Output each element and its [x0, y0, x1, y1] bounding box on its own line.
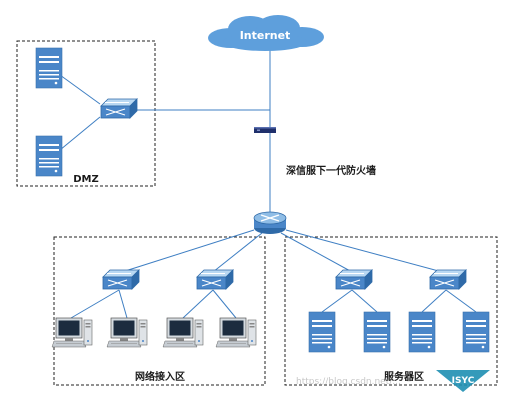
dmz-label: DMZ	[73, 174, 99, 185]
link-server-sw1-srv1	[321, 289, 353, 313]
pc-3-icon	[162, 317, 204, 348]
link-access-sw2-pc3	[182, 289, 214, 319]
link-server-sw2-srv3	[421, 289, 447, 313]
core-router-icon	[253, 211, 287, 235]
internet-label: Internet	[240, 29, 291, 42]
pc-1-icon	[51, 317, 93, 348]
link-core-access-sw2	[212, 232, 263, 273]
pc-2-icon	[106, 317, 148, 348]
access-zone-label: 网络接入区	[135, 370, 185, 383]
server-1-icon	[308, 311, 336, 353]
access-zone-border	[53, 236, 266, 386]
link-access-sw2-pc4	[212, 289, 237, 319]
server-zone-label: 服务器区	[384, 370, 424, 383]
link-core-access-sw1	[118, 229, 255, 274]
firewall-label: 深信服下一代防火墙	[286, 164, 376, 177]
dmz-server-bottom-icon	[35, 135, 63, 177]
firewall-icon	[254, 127, 276, 133]
server-4-icon	[462, 311, 490, 353]
link-dmz-server-bottom	[59, 116, 101, 151]
dmz-switch-icon	[100, 98, 138, 119]
server-switch-1-icon	[335, 269, 373, 290]
link-access-sw1-pc1	[70, 289, 120, 319]
access-switch-2-icon	[196, 269, 234, 290]
server-2-icon	[363, 311, 391, 353]
network-links	[59, 44, 477, 319]
link-core-server-sw2	[285, 229, 447, 274]
watermark-logo-icon: ISYC	[436, 370, 490, 392]
link-access-sw1-pc2	[118, 289, 128, 319]
link-server-sw2-srv4	[445, 289, 477, 313]
dmz-zone-border	[16, 40, 156, 187]
watermark-url: https://blog.csdn.net/...	[296, 377, 401, 387]
server-zone-border	[284, 236, 498, 386]
link-server-sw1-srv2	[351, 289, 378, 313]
server-switch-2-icon	[429, 269, 467, 290]
link-dmz-server-top	[59, 74, 101, 105]
link-core-server-sw1	[280, 232, 353, 273]
server-3-icon	[408, 311, 436, 353]
watermark-logo-text: ISYC	[452, 376, 475, 386]
dmz-server-top-icon	[35, 47, 63, 89]
access-switch-1-icon	[102, 269, 140, 290]
pc-4-icon	[215, 317, 257, 348]
internet-cloud: Internet	[208, 15, 324, 51]
